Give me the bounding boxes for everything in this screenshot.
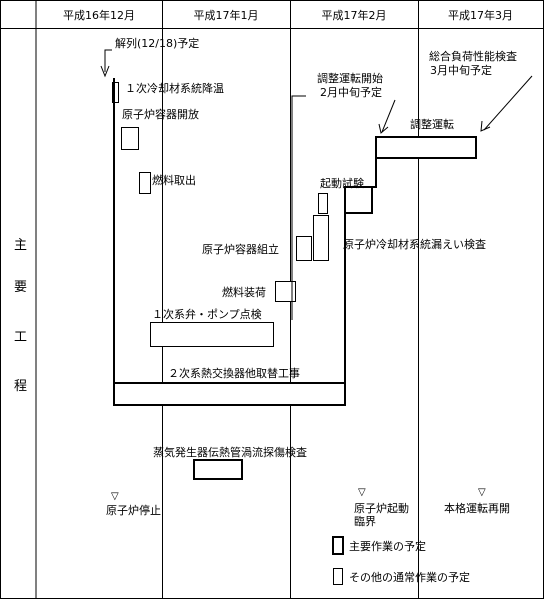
callout-full-load-2: 3月中旬予定 — [430, 64, 492, 77]
bar-cooldown — [112, 82, 119, 103]
task-sg-eddy: 蒸気発生器伝熱管渦流探傷検査 — [153, 446, 307, 459]
legend-swatch-other — [333, 568, 343, 585]
legend-swatches — [332, 536, 344, 585]
milestone-reactor-startup-1: 原子炉起動 — [354, 502, 409, 515]
month-header-feb: 平成17年2月 — [321, 9, 387, 22]
bar-startup-test-small — [318, 193, 328, 214]
task-fuel-loading: 燃料装荷 — [222, 286, 266, 299]
callout-full-load-1: 総合負荷性能検査 — [429, 50, 517, 63]
milestone-full-restart: 本格運転再開 — [444, 502, 510, 515]
bar-fuel-removal — [139, 172, 151, 194]
main-path — [113, 78, 377, 383]
task-cooldown: １次冷却材系統降温 — [125, 82, 224, 95]
task-vessel-open: 原子炉容器開放 — [122, 108, 199, 121]
milestone-reactor-startup-2: 臨界 — [354, 515, 376, 528]
month-header-mar: 平成17年3月 — [448, 9, 513, 22]
task-vessel-assembly: 原子炉容器組立 — [202, 243, 279, 256]
task-fuel-removal: 燃料取出 — [152, 174, 196, 187]
milestone-reactor-shutdown: 原子炉停止 — [106, 504, 161, 517]
bar-pump-valve — [150, 322, 274, 347]
bar-leak-test — [313, 215, 329, 261]
callout-arrows — [100, 49, 533, 320]
milestone-marker-restart: ▽ — [478, 487, 486, 498]
legend-swatch-main — [332, 536, 344, 555]
side-label-char-3: 工 — [14, 330, 28, 345]
task-leak-test: 原子炉冷却材系統漏えい検査 — [343, 238, 486, 251]
task-adjust-operation: 調整運転 — [410, 118, 454, 131]
milestone-marker-shutdown: ▽ — [111, 491, 119, 502]
bar-fuel-loading — [275, 281, 296, 302]
bar-vessel-open — [121, 127, 139, 150]
thin-bars — [112, 82, 329, 347]
bar-secondary-hx — [113, 382, 346, 406]
task-secondary-hx: ２次系熱交換器他取替工事 — [168, 367, 300, 380]
side-label-char-4: 程 — [14, 379, 28, 394]
milestone-marker-startup: ▽ — [358, 487, 366, 498]
thick-bars — [113, 136, 477, 480]
callout-adjust-start-1: 調整運転開始 — [317, 72, 383, 85]
callout-adjust-start-2: 2月中旬予定 — [320, 86, 382, 99]
task-startup-test: 起動試験 — [320, 177, 364, 190]
bar-sg-eddy — [193, 459, 243, 480]
legend-main-work: 主要作業の予定 — [349, 540, 426, 553]
bar-adjust-operation — [375, 136, 477, 159]
callout-parallel-off: 解列(12/18)予定 — [115, 37, 200, 50]
side-label-char-2: 要 — [14, 280, 28, 295]
bar-vessel-assembly — [296, 236, 312, 261]
legend-other-work: その他の通常作業の予定 — [349, 571, 470, 584]
side-label-char-1: 主 — [14, 238, 28, 253]
month-header-jan: 平成17年1月 — [193, 9, 259, 22]
month-header-dec: 平成16年12月 — [63, 9, 135, 22]
task-pump-valve: １次系弁・ポンプ点検 — [152, 308, 262, 321]
